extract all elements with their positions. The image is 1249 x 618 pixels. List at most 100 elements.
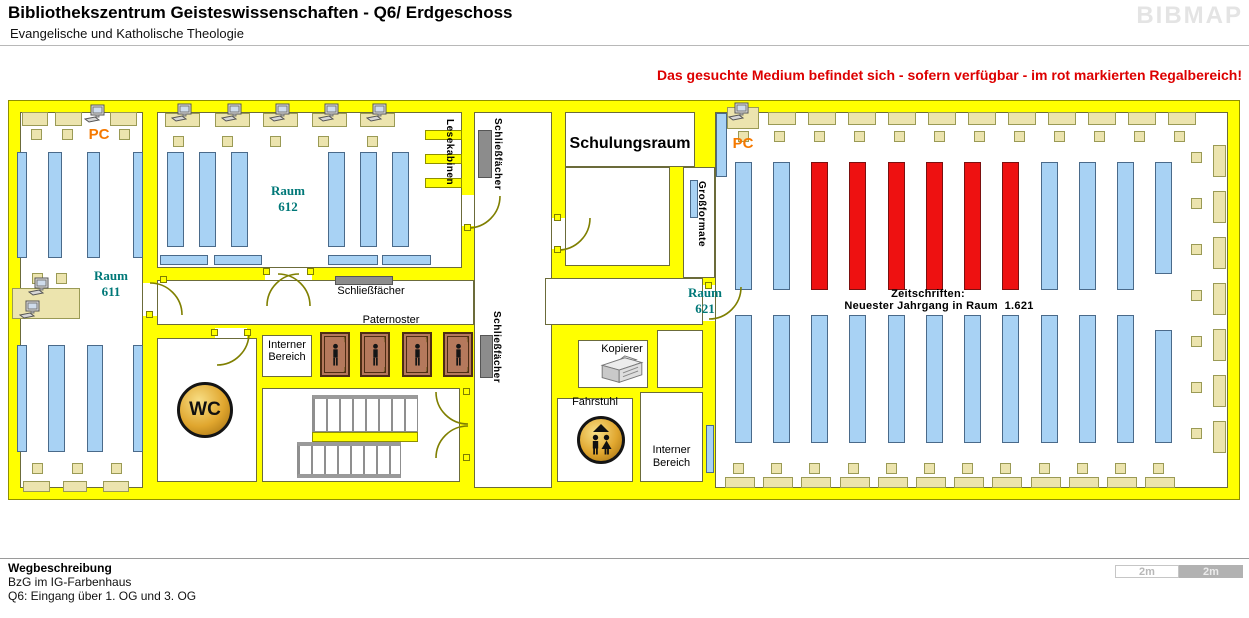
desk: [992, 477, 1022, 488]
shelf: [811, 315, 828, 443]
highlighted-shelf: [811, 162, 828, 290]
highlighted-shelf: [849, 162, 866, 290]
chair: [924, 463, 935, 474]
shelf: [360, 152, 377, 247]
pc-label-left: PC: [88, 126, 110, 143]
chair: [809, 463, 820, 474]
pc-workstation: [365, 103, 388, 123]
down-arrow-icon: ↓: [424, 364, 430, 374]
chair: [318, 136, 329, 147]
room-612-label-1: Raum: [271, 183, 305, 198]
chair: [1115, 463, 1126, 474]
room-area: [683, 167, 715, 278]
shelf: [773, 315, 790, 443]
pc-workstation: [170, 103, 193, 123]
chair: [894, 131, 905, 142]
desk: [848, 112, 876, 125]
pc-label-right: PC: [732, 135, 754, 152]
desk: [1088, 112, 1116, 125]
shelf: [1079, 162, 1096, 290]
door-hinge: [705, 282, 712, 289]
elevator-sign: [577, 416, 625, 464]
room-area: [640, 392, 703, 482]
highlighted-shelf: [1002, 162, 1019, 290]
chair: [1014, 131, 1025, 142]
door-hinge: [554, 214, 561, 221]
chair: [1174, 131, 1185, 142]
directions-heading: Wegbeschreibung: [8, 561, 112, 575]
pc-workstation: [83, 104, 106, 124]
computer-icon: [317, 103, 339, 122]
shelf: [964, 315, 981, 443]
chair: [367, 136, 378, 147]
chair: [1054, 131, 1065, 142]
chair: [72, 463, 83, 474]
shelf: [716, 113, 727, 177]
chair: [56, 273, 67, 284]
copier-icon: [600, 355, 644, 383]
shelf: [392, 152, 409, 247]
computer-icon: [220, 103, 242, 122]
chair: [1191, 152, 1202, 163]
shelf: [1117, 162, 1134, 290]
desk: [768, 112, 796, 125]
chair: [1134, 131, 1145, 142]
paternoster-cabin: ↑↓: [402, 332, 432, 377]
shelf: [1041, 315, 1058, 443]
highlight-notice: Das gesuchte Medium befindet sich - sofe…: [656, 67, 1242, 83]
wc-sign: WC: [177, 382, 233, 438]
lesekabinen-label: Lesekabinen: [444, 118, 455, 186]
person-icon: [455, 343, 461, 366]
chair: [32, 463, 43, 474]
shelf: [1117, 315, 1134, 443]
chair: [111, 463, 122, 474]
door-hinge: [463, 388, 470, 395]
chair: [1191, 336, 1202, 347]
desk: [725, 477, 755, 488]
pc-workstation: [317, 103, 340, 123]
highlighted-shelf: [964, 162, 981, 290]
locker-cabinet: [478, 130, 492, 178]
scale-bar-left: 2m: [1115, 565, 1179, 578]
staircase: [312, 395, 418, 432]
desk: [1107, 477, 1137, 488]
interner-bereich-right-label-1: Interner: [652, 444, 691, 456]
computer-icon: [727, 102, 749, 121]
shelf: [87, 152, 100, 258]
shelf: [690, 180, 698, 218]
shelf: [17, 152, 27, 258]
shelf: [1155, 330, 1172, 443]
chair: [1191, 198, 1202, 209]
computer-icon: [268, 103, 290, 122]
room-611-label-1: Raum: [94, 268, 128, 283]
directions-line-2: Q6: Eingang über 1. OG und 3. OG: [8, 589, 197, 603]
pc-workstation: [220, 103, 243, 123]
computer-icon: [83, 104, 105, 123]
shelf: [328, 152, 345, 247]
zeitschriften-label-1: Zeitschriften:: [891, 288, 965, 300]
chair: [173, 136, 184, 147]
computer-icon: [27, 277, 49, 296]
chair: [886, 463, 897, 474]
chair: [1191, 290, 1202, 301]
desk: [1213, 375, 1226, 407]
shelf: [167, 152, 184, 247]
desk: [968, 112, 996, 125]
pc-workstation: [268, 103, 291, 123]
room-area: [565, 112, 695, 167]
schliessfaecher-top-label: Schließfächer: [492, 117, 503, 191]
chair: [774, 131, 785, 142]
up-arrow-icon: ↑: [382, 334, 388, 344]
paternoster-cabin: ↑↓: [443, 332, 473, 377]
desk: [888, 112, 916, 125]
highlighted-shelf: [888, 162, 905, 290]
desk: [801, 477, 831, 488]
schliessfaecher-mid-label: Schließfächer: [491, 310, 502, 384]
chair: [31, 129, 42, 140]
desk: [1008, 112, 1036, 125]
desk: [1213, 329, 1226, 361]
shelf: [48, 345, 65, 452]
copier: [596, 354, 648, 388]
shelf: [706, 425, 714, 473]
highlighted-shelf: [926, 162, 943, 290]
